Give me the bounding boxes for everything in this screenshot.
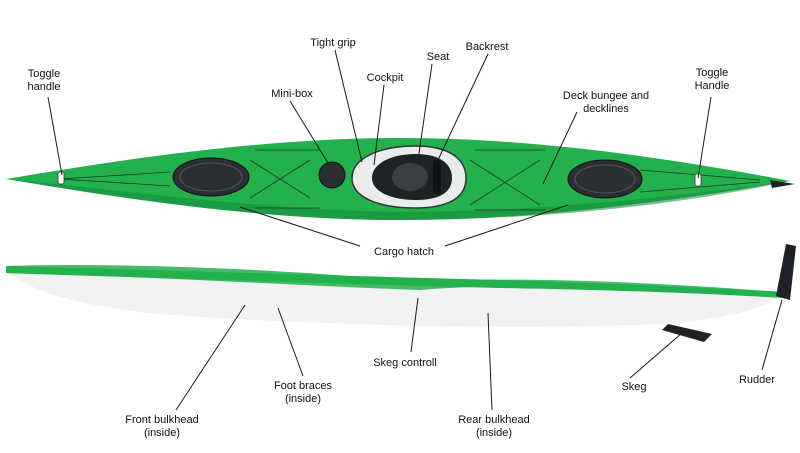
- kayak-side-view: [6, 244, 796, 342]
- label-toggle-handle-left: Toggle handle: [27, 68, 61, 93]
- label-foot-braces: Foot braces (inside): [273, 380, 333, 405]
- label-cargo-hatch: Cargo hatch: [374, 246, 434, 258]
- rudder-blade: [776, 244, 796, 300]
- seat: [392, 163, 428, 191]
- skeg-fin: [662, 324, 712, 342]
- rear-cargo-hatch: [567, 159, 643, 199]
- label-seat: Seat: [426, 51, 450, 63]
- deck-lines: [59, 149, 761, 211]
- mini-box: [318, 161, 346, 189]
- label-rudder: Rudder: [738, 374, 776, 386]
- label-deck-bungee: Deck bungee and decklines: [562, 90, 650, 115]
- backrest: [433, 160, 441, 194]
- label-rear-bulkhead: Rear bulkhead (inside): [458, 414, 530, 439]
- label-toggle-handle-right: Toggle Handle: [694, 67, 730, 92]
- top-hull-shade: [6, 179, 790, 220]
- label-skeg-control: Skeg controll: [373, 357, 437, 369]
- kayak-top-view: [6, 138, 795, 220]
- label-mini-box: Mini-box: [271, 88, 313, 100]
- toggle-handle-left-mark: [57, 171, 65, 185]
- side-deck: [6, 264, 782, 292]
- toggle-handle-right-mark: [694, 173, 702, 187]
- label-cockpit: Cockpit: [366, 72, 404, 84]
- side-hull-white: [6, 270, 780, 327]
- leader-lines: [47, 49, 783, 411]
- label-backrest: Backrest: [465, 41, 509, 53]
- bow-tip: [770, 180, 795, 188]
- label-skeg: Skeg: [621, 381, 647, 393]
- label-front-bulkhead: Front bulkhead (inside): [125, 414, 199, 439]
- label-tight-grip: Tight grip: [310, 37, 356, 49]
- front-cargo-hatch: [172, 157, 250, 197]
